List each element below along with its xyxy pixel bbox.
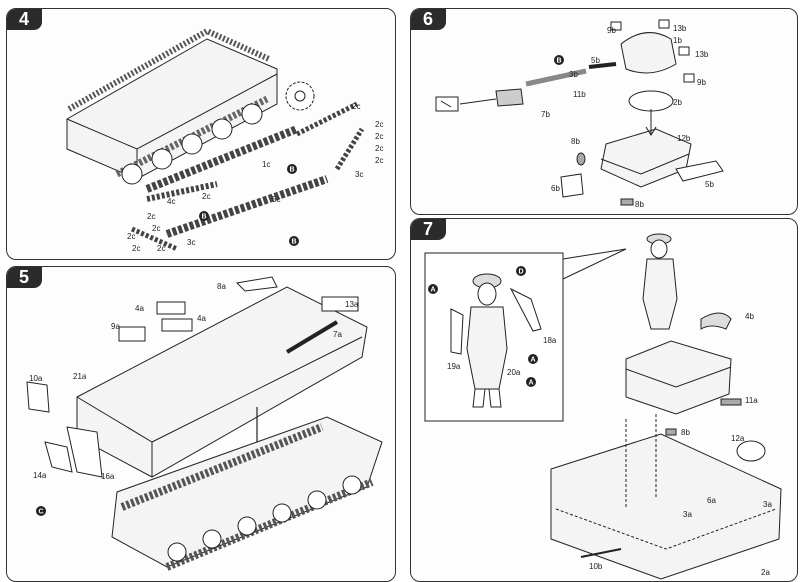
turret-drawing [435,19,724,206]
callout-letter: B [202,214,207,221]
part-label: 2c [147,212,155,221]
part-label: 1b [673,36,682,45]
part-label: 10b [589,562,603,571]
part-label: 16a [101,472,115,481]
part-label: 2c [375,144,383,153]
part-label: 2a [761,568,770,577]
part-label: 6b [551,184,560,193]
part-label: 19a [447,362,461,371]
part-label: 9b [697,78,706,87]
part-label: 7b [541,110,550,119]
part-label: 2c [202,192,210,201]
tank-drawing [550,312,782,580]
callout-letter: D [519,269,524,276]
part-label: 8b [635,200,644,209]
part-label: 13b [695,50,709,59]
callout-letter: C [39,509,44,516]
part-label: 2c [375,132,383,141]
callout-marker [289,236,299,246]
callout-marker [526,377,536,387]
part-label: 21a [73,372,87,381]
callout-marker [516,266,526,276]
part-label: 5b [591,56,600,65]
step-7-panel: 7 [410,218,798,582]
part-label: 2c [375,120,383,129]
part-label: 13a [345,300,359,309]
callout-marker [528,354,538,364]
callout-marker [428,284,438,294]
part-label: 3a [683,510,692,519]
part-label: 2c [152,224,160,233]
step-5-panel: 5 8a 13a [6,266,396,582]
step-7-labels: D A A A 18a 19a 20a 4b 11a 8b 12a 6a 3a … [428,266,772,577]
callout-letter: A [529,380,534,387]
step-number: 5 [7,267,42,288]
part-label: 4c [167,197,175,206]
callout-letter: A [531,357,536,364]
part-label: 20a [507,368,521,377]
callout-letter: B [292,239,297,246]
part-label: 8b [681,428,690,437]
part-label: 3c [187,238,195,247]
callout-letter: B [557,58,562,65]
part-label: 2c [157,244,165,253]
part-label: 2b [673,98,682,107]
part-label: 2c [127,232,135,241]
part-label: 1c [262,160,270,169]
part-label: 9b [607,26,616,35]
callout-marker [36,506,46,516]
step-number: 6 [411,9,446,30]
part-label: 3b [569,70,578,79]
part-label: 2c [132,244,140,253]
step-number: 4 [7,9,42,30]
callout-marker [554,55,564,65]
part-label: 4a [197,314,206,323]
figure-standing [642,233,678,330]
figure-inset [424,248,627,422]
part-label: 5b [705,180,714,189]
hull-track-drawing [66,27,365,252]
part-label: 3a [763,500,772,509]
callout-letter: A [431,287,436,294]
step-4-diagram: 1c 2c 2c 2c 2c 2c 2c 2c 2c 2c 2c 2c 3c 3… [66,27,383,253]
step-6-panel: 6 9b 13b 1b 13b [410,8,798,215]
part-label: 18a [543,336,557,345]
part-label: 11b [573,90,586,99]
part-label: 8a [217,282,226,291]
part-label: 11a [745,396,758,405]
part-label: 14a [33,471,47,480]
callout-letter: B [290,167,295,174]
part-label: 12b [677,134,691,143]
part-label: 5c [272,195,280,204]
step-4-panel: 4 1c 2c 2c 2c 2c [6,8,396,260]
part-label: 8b [571,137,580,146]
step-number: 7 [411,219,446,240]
part-label: 7a [333,330,342,339]
step-4-labels: 1c 2c 2c 2c 2c 2c 2c 2c 2c 2c 2c 2c 3c 3… [127,102,383,253]
part-label: 10a [29,374,43,383]
part-label: 4b [745,312,754,321]
step-6-labels: 9b 13b 1b 13b 9b 3b 5b 11b 7b 2b 8b 12b … [541,24,714,209]
part-label: 9a [111,322,120,331]
step-7-diagram: D A A A 18a 19a 20a 4b 11a 8b 12a 6a 3a … [424,233,782,580]
step-5-labels: 8a 13a 4a 4a 9a 7a 21a 10a 16a 14a C [29,282,359,516]
part-label: 13b [673,24,687,33]
hull-deck-drawing [26,276,383,571]
step-6-diagram: 9b 13b 1b 13b 9b 3b 5b 11b 7b 2b 8b 12b … [435,19,724,209]
callout-marker [287,164,297,174]
part-label: 6a [707,496,716,505]
step-5-diagram: 8a 13a 4a 4a 9a 7a 21a 10a 16a 14a C [26,276,383,571]
part-label: 4a [135,304,144,313]
part-label: 2c [352,102,360,111]
part-label: 2c [375,156,383,165]
part-label: 12a [731,434,745,443]
callout-marker [199,211,209,221]
part-label: 3c [355,170,363,179]
